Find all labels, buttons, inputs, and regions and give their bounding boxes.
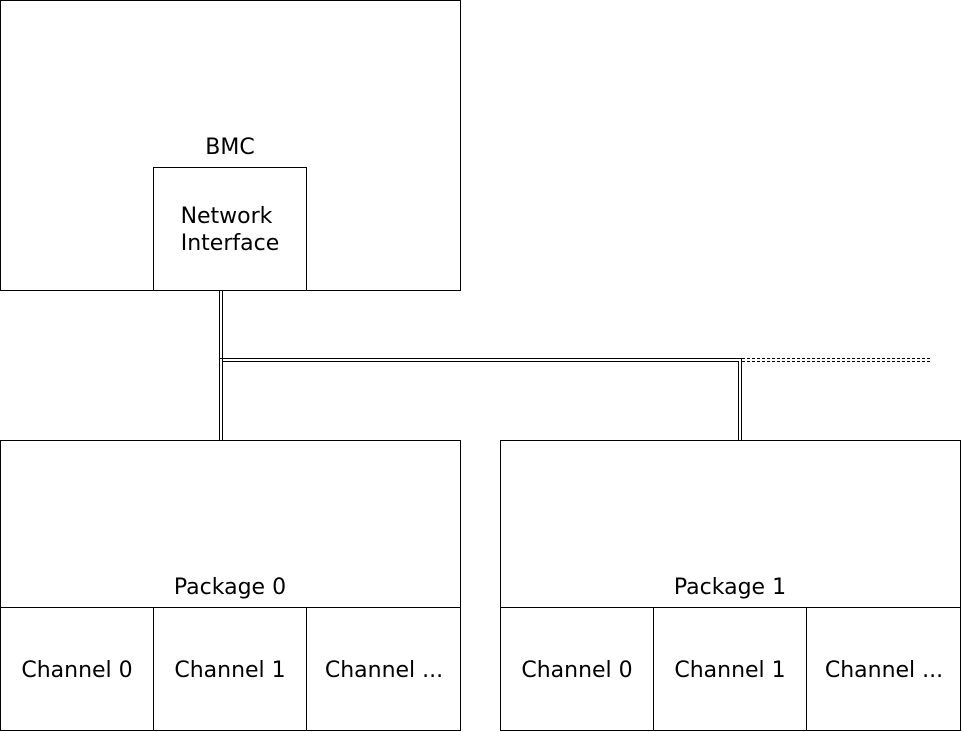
bus-connections — [219, 291, 932, 443]
bmc-label: BMC — [205, 135, 254, 160]
network-interface-label: Network Interface — [181, 204, 280, 256]
package-0-block: Package 0 Channel 0 Channel 1 Channel ..… — [0, 440, 461, 731]
package-0-channel-more-label: Channel ... — [325, 658, 443, 683]
network-interface-box — [153, 167, 307, 291]
package-0-channel-1-box — [153, 607, 307, 731]
package-1-channel-more-box — [806, 607, 961, 731]
package-1-block: Package 1 Channel 0 Channel 1 Channel ..… — [500, 440, 961, 731]
package-1-channel-0-box — [500, 607, 654, 731]
network-interface-label-line2: Interface — [181, 231, 280, 256]
package-0-channel-0-label: Channel 0 — [21, 658, 132, 683]
package-1-channel-1-box — [653, 607, 807, 731]
bmc-block: BMC Network Interface — [0, 0, 461, 291]
package-1-label: Package 1 — [674, 575, 786, 600]
package-1-channel-1-label: Channel 1 — [674, 658, 785, 683]
package-0-label: Package 0 — [174, 575, 286, 600]
package-0-channel-more-box — [306, 607, 461, 731]
package-0-channel-0-box — [0, 607, 154, 731]
package-1-channel-0-label: Channel 0 — [521, 658, 632, 683]
network-interface-label-line1: Network — [181, 204, 273, 229]
package-0-channel-1-label: Channel 1 — [174, 658, 285, 683]
package-1-channel-more-label: Channel ... — [825, 658, 943, 683]
